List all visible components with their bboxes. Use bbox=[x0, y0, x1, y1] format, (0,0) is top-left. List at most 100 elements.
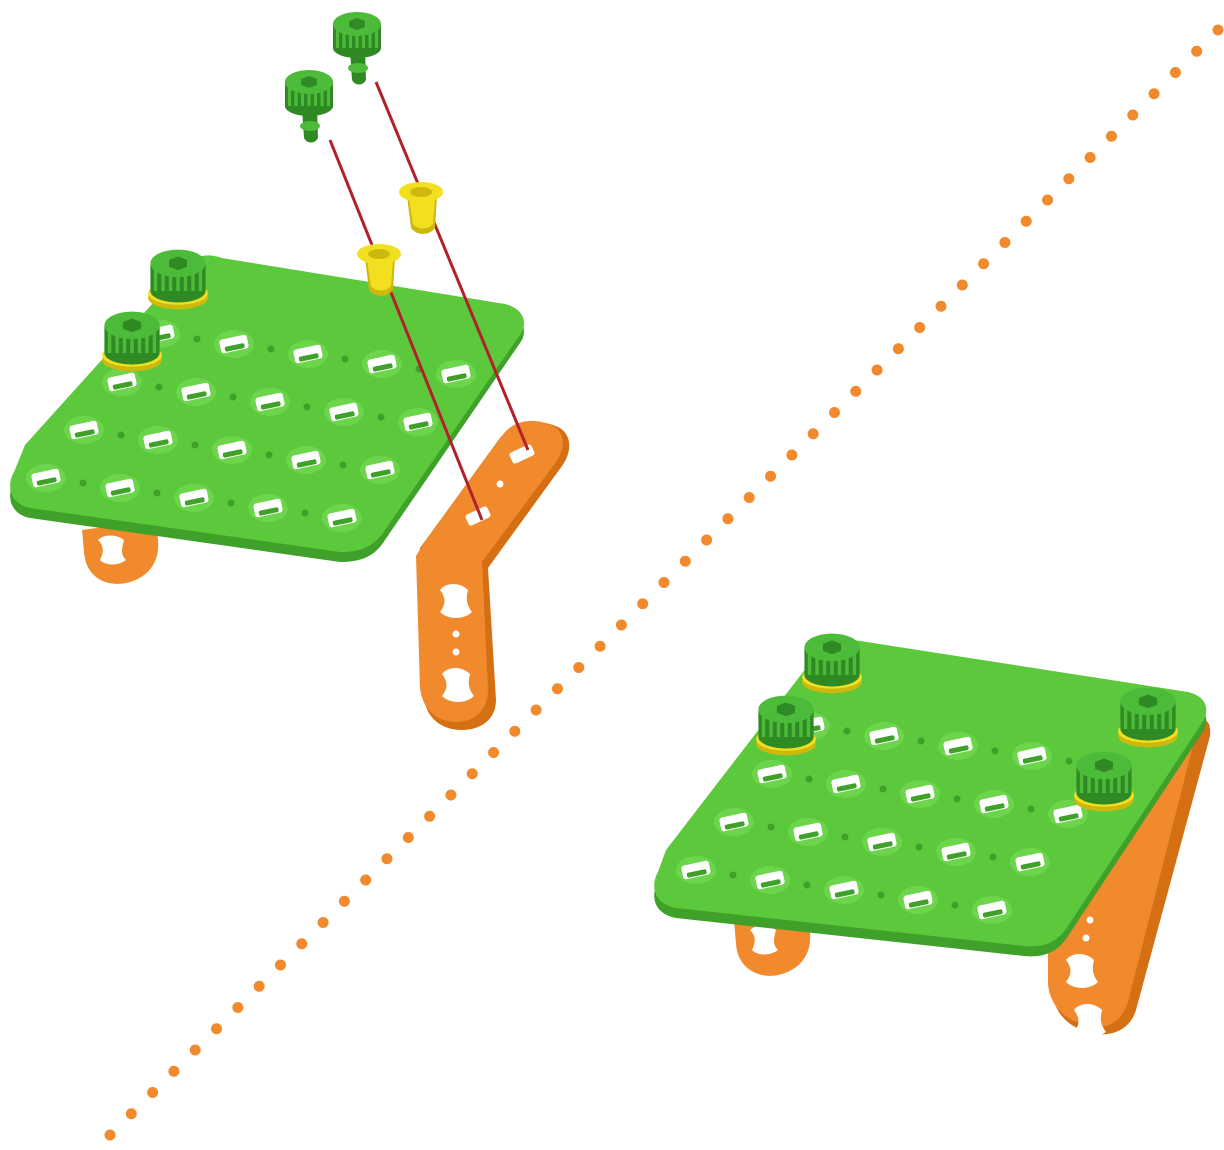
plate-pinhole bbox=[768, 824, 775, 831]
plate-slot bbox=[322, 504, 362, 532]
separator-dot bbox=[999, 237, 1010, 248]
plate-pinhole bbox=[880, 786, 887, 793]
separator-dot bbox=[1042, 195, 1053, 206]
plate-slot bbox=[214, 330, 254, 358]
hex-socket-screw-icon bbox=[802, 634, 862, 694]
hex-socket-screw-icon bbox=[148, 250, 208, 310]
separator-dot bbox=[552, 683, 563, 694]
plate-slot bbox=[360, 456, 400, 484]
plate-pinhole bbox=[194, 336, 201, 343]
separator-dot bbox=[722, 513, 733, 524]
hex-socket-screw-icon bbox=[333, 12, 381, 85]
separator-dot bbox=[1191, 46, 1202, 57]
hex-socket-screw-icon bbox=[285, 70, 333, 143]
plate-slot bbox=[676, 856, 716, 884]
plate-slot bbox=[1010, 848, 1050, 876]
plate-slot bbox=[862, 828, 902, 856]
hex-socket-screw-icon bbox=[1118, 688, 1178, 748]
separator-dot bbox=[765, 471, 776, 482]
plate-slot bbox=[974, 790, 1014, 818]
plate-pinhole bbox=[230, 394, 237, 401]
plate-pinhole bbox=[266, 452, 273, 459]
plate-pinhole bbox=[118, 432, 125, 439]
plate-pinhole bbox=[304, 404, 311, 411]
separator-dot bbox=[403, 832, 414, 843]
separator-dot bbox=[978, 258, 989, 269]
hex-socket-screw-icon bbox=[1074, 752, 1134, 812]
plate-slot bbox=[436, 360, 476, 388]
plate-pinhole bbox=[916, 844, 923, 851]
plate-pinhole bbox=[992, 748, 999, 755]
plate-pinhole bbox=[192, 442, 199, 449]
separator-dot bbox=[1213, 25, 1224, 36]
separator-dot bbox=[1149, 88, 1160, 99]
plate-slot bbox=[362, 350, 402, 378]
separator-dot bbox=[936, 301, 947, 312]
separator-dot bbox=[1063, 173, 1074, 184]
plate-pinhole bbox=[342, 356, 349, 363]
plate-slot bbox=[752, 760, 792, 788]
plate-slot bbox=[750, 866, 790, 894]
plate-pinhole bbox=[730, 872, 737, 879]
plate-slot bbox=[938, 732, 978, 760]
separator-dot bbox=[701, 535, 712, 546]
separator-dot bbox=[914, 322, 925, 333]
separator-dot bbox=[1106, 131, 1117, 142]
separator-dot bbox=[872, 365, 883, 376]
plate-slot bbox=[864, 722, 904, 750]
plate-slot bbox=[398, 408, 438, 436]
separator-dot bbox=[232, 1002, 243, 1013]
plate-slot bbox=[898, 886, 938, 914]
plate-pinhole bbox=[842, 834, 849, 841]
separator-dot bbox=[659, 577, 670, 588]
separator-dot bbox=[957, 280, 968, 291]
plate-pinhole bbox=[80, 480, 87, 487]
plate-slot bbox=[100, 474, 140, 502]
plate-pinhole bbox=[302, 510, 309, 517]
plate-pinhole bbox=[806, 776, 813, 783]
plate-slot bbox=[102, 368, 142, 396]
separator-dot bbox=[829, 407, 840, 418]
angle-bracket-icon bbox=[416, 421, 569, 730]
separator-dot bbox=[254, 981, 265, 992]
separator-dot bbox=[168, 1066, 179, 1077]
separator-dot bbox=[105, 1130, 116, 1141]
plate-slot bbox=[286, 446, 326, 474]
step-assembled-view bbox=[654, 634, 1210, 1037]
separator-dot bbox=[467, 768, 478, 779]
separator-dot bbox=[211, 1023, 222, 1034]
separator-dot bbox=[126, 1108, 137, 1119]
plate-slot bbox=[788, 818, 828, 846]
separator-dot bbox=[1170, 67, 1181, 78]
plate-slot bbox=[826, 770, 866, 798]
separator-dot bbox=[147, 1087, 158, 1098]
separator-dot bbox=[424, 811, 435, 822]
plate-pinhole bbox=[340, 462, 347, 469]
plate-slot bbox=[138, 426, 178, 454]
separator-dot bbox=[573, 662, 584, 673]
plate-pinhole bbox=[954, 796, 961, 803]
separator-dot bbox=[786, 450, 797, 461]
plate-pinhole bbox=[918, 738, 925, 745]
separator-dot bbox=[318, 917, 329, 928]
plate-slot bbox=[288, 340, 328, 368]
plate-slot bbox=[250, 388, 290, 416]
plate-pinhole bbox=[990, 854, 997, 861]
plate-slot bbox=[26, 464, 66, 492]
plate-slot bbox=[174, 484, 214, 512]
plate-pinhole bbox=[952, 902, 959, 909]
separator-dot bbox=[509, 726, 520, 737]
separator-dot bbox=[1127, 110, 1138, 121]
separator-dot bbox=[637, 598, 648, 609]
plate-pinhole bbox=[1066, 758, 1073, 765]
separator-dot bbox=[595, 641, 606, 652]
plate-slot bbox=[324, 398, 364, 426]
plate-slot bbox=[176, 378, 216, 406]
plate-pinhole bbox=[156, 384, 163, 391]
separator-dot bbox=[531, 705, 542, 716]
separator-dot bbox=[616, 620, 627, 631]
separator-dot bbox=[808, 428, 819, 439]
separator-dot bbox=[1085, 152, 1096, 163]
plate-slot bbox=[972, 896, 1012, 924]
